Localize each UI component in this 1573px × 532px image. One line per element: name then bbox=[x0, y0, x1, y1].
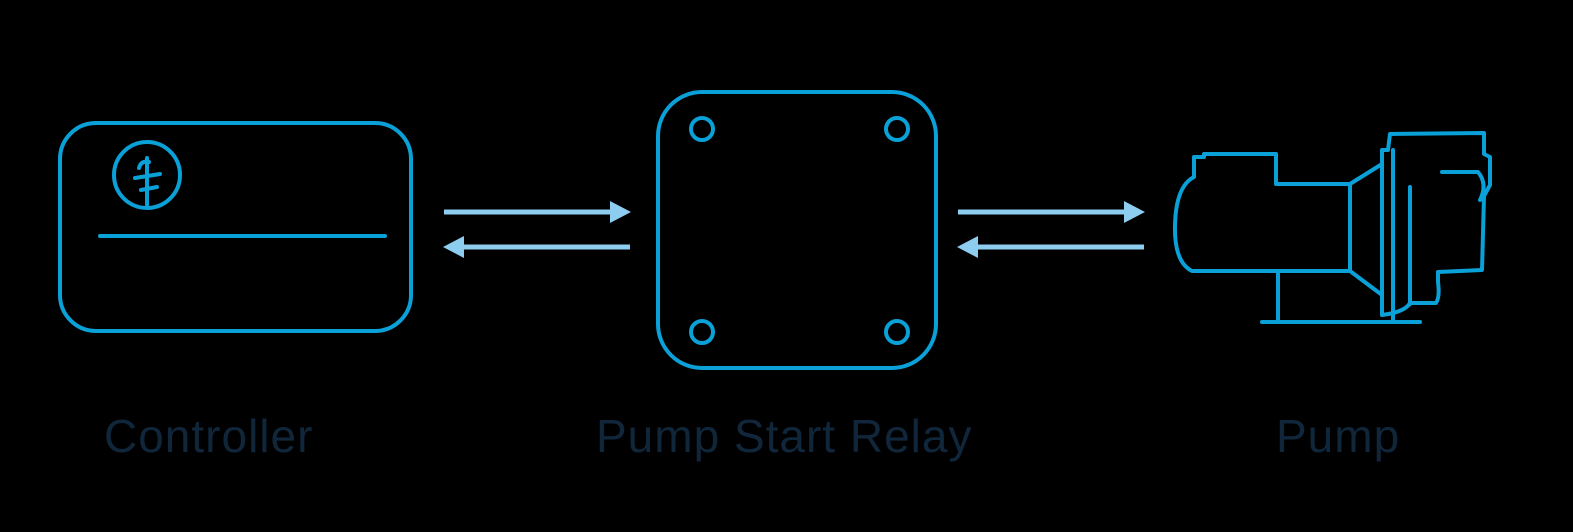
pump-inlet bbox=[1440, 170, 1486, 202]
pump-head bbox=[1380, 131, 1492, 317]
controller-icon bbox=[58, 121, 413, 333]
relay-screw-icon bbox=[689, 116, 715, 142]
arrowhead-left-icon bbox=[443, 236, 464, 258]
relay-body bbox=[656, 90, 938, 370]
arrows-relay-pump bbox=[957, 201, 1145, 258]
relay-screw-icon bbox=[884, 116, 910, 142]
pump-coupling bbox=[1348, 162, 1384, 297]
relay-screw-icon bbox=[689, 319, 715, 345]
arrowhead-right-icon bbox=[610, 201, 631, 223]
controller-logo-icon bbox=[112, 140, 182, 210]
arrows-controller-relay bbox=[443, 201, 631, 258]
controller-logo-glyph bbox=[133, 156, 162, 207]
arrowhead-right-icon bbox=[1124, 201, 1145, 223]
controller-label: Controller bbox=[104, 410, 314, 462]
pump-icon bbox=[1172, 131, 1492, 324]
pump-motor bbox=[1172, 152, 1352, 273]
relay-icon bbox=[656, 90, 938, 370]
arrowhead-left-icon bbox=[957, 236, 978, 258]
relay-label: Pump Start Relay bbox=[596, 410, 973, 462]
controller-body bbox=[58, 121, 413, 333]
relay-screw-icon bbox=[884, 319, 910, 345]
pump-label: Pump bbox=[1276, 410, 1401, 462]
